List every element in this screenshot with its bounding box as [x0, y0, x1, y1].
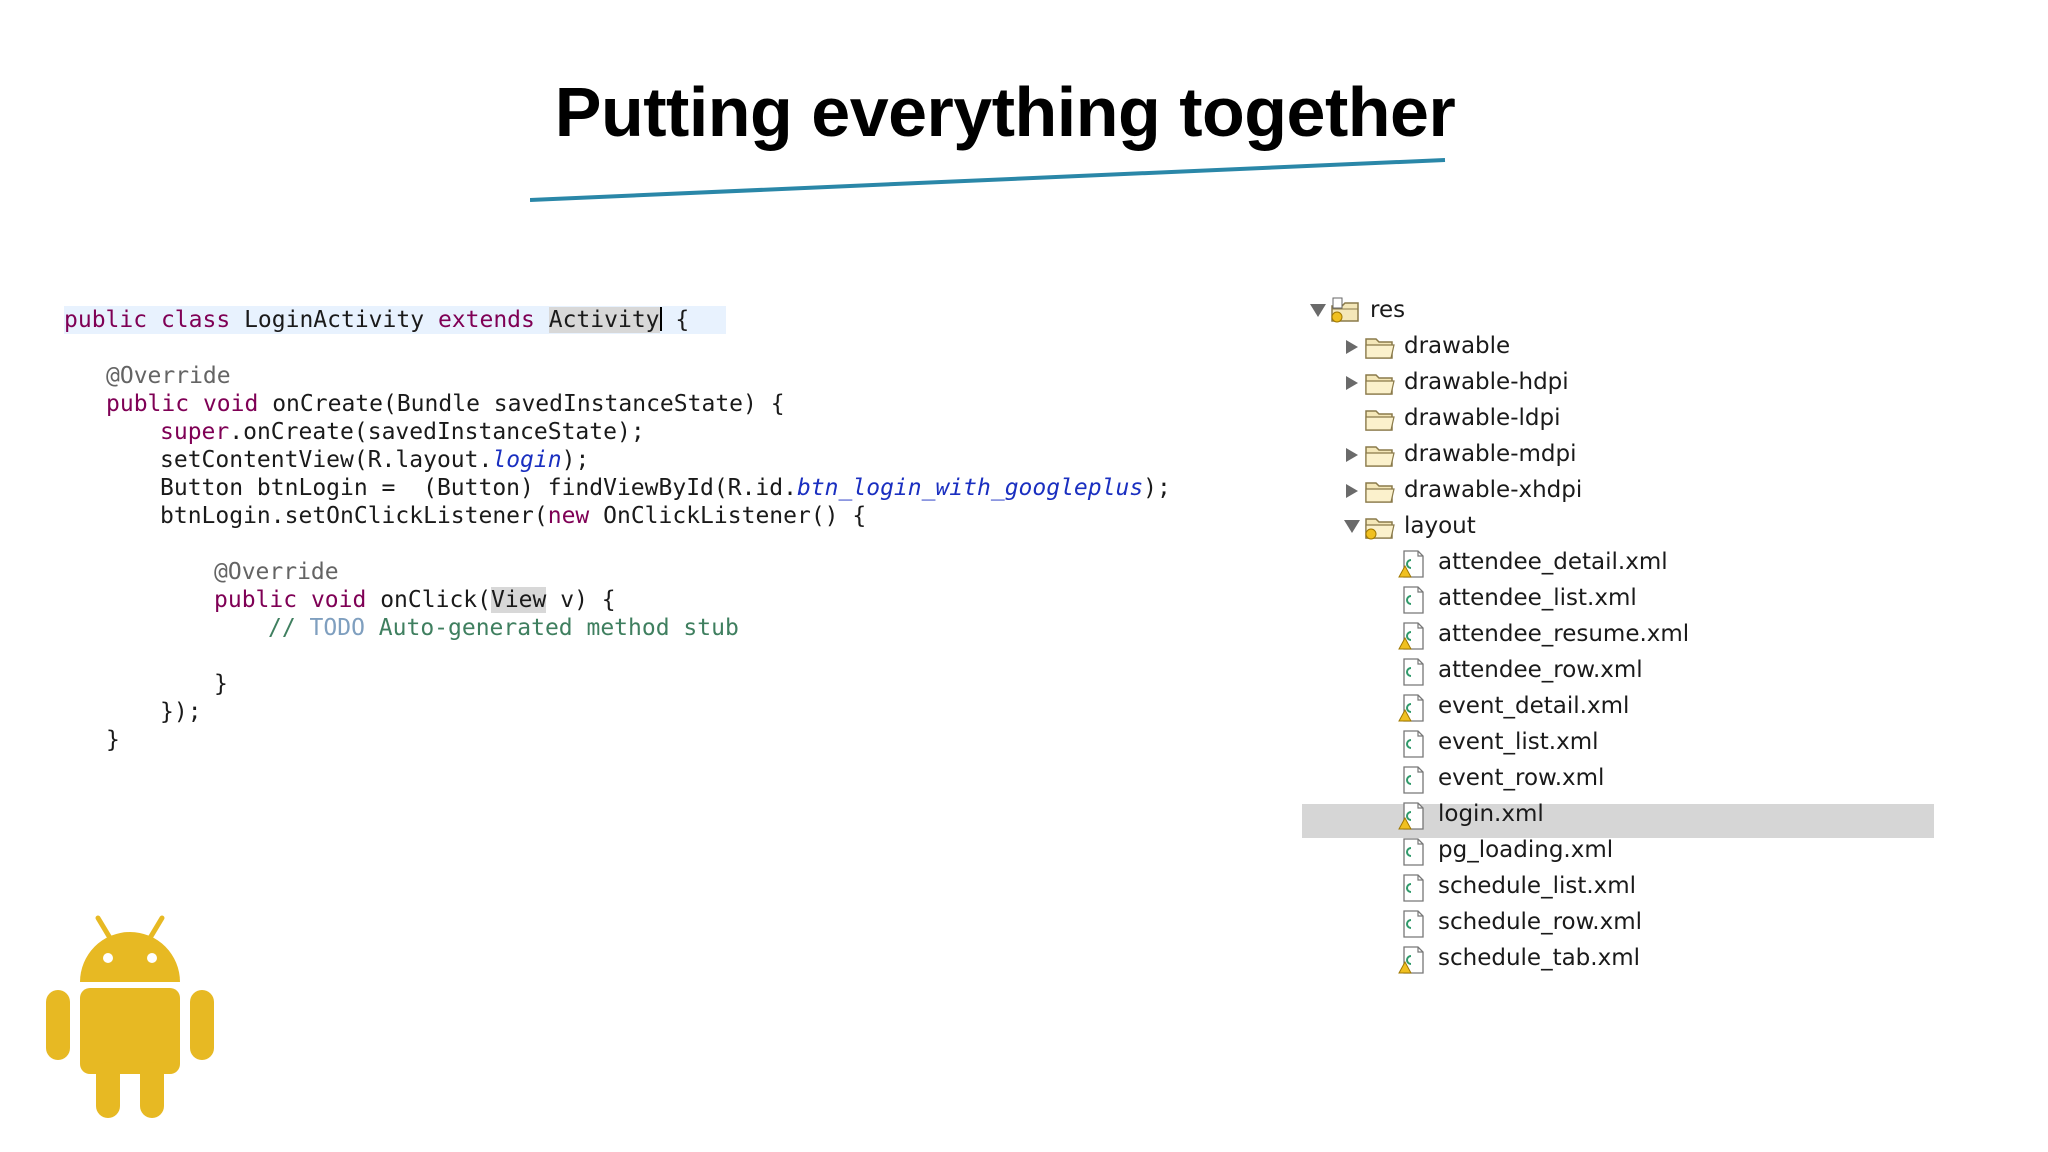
code-brace: { [661, 307, 690, 333]
tree-label: schedule_list.xml [1438, 873, 1637, 899]
tree-label: event_detail.xml [1438, 693, 1630, 719]
xml-file-icon [1398, 694, 1424, 722]
folder-icon [1365, 518, 1395, 540]
folder-icon [1365, 410, 1395, 431]
code-text: btnLogin.setOnClickListener( [160, 503, 548, 529]
code-annotation: @Override [214, 559, 339, 585]
code-type: View [490, 587, 547, 613]
folder-icon [1365, 338, 1395, 359]
code-keyword: void [310, 587, 367, 613]
folder-icon [1365, 446, 1395, 467]
tree-label: event_list.xml [1438, 729, 1599, 755]
code-field: btn_login_with_googleplus [796, 475, 1144, 501]
code-keyword: public [106, 391, 190, 417]
expand-toggle-icon[interactable] [1346, 448, 1358, 462]
expand-toggle-icon[interactable] [1346, 376, 1358, 390]
comment-slashes: // [268, 615, 310, 641]
slide-title: Putting everything together [554, 73, 1456, 151]
xml-file-icon [1398, 946, 1424, 974]
xml-file-icon [1403, 910, 1424, 938]
title-underline [530, 158, 1446, 202]
tree-label: drawable-hdpi [1404, 369, 1569, 395]
code-text: v) { [546, 587, 616, 613]
code-line-super-call: super.onCreate(savedInstanceState); [160, 418, 645, 446]
xml-file-icon [1403, 730, 1424, 758]
code-close-brace: } [106, 727, 120, 753]
code-field: login [492, 447, 562, 473]
code-line-set-content-view: setContentView(R.layout.login); [160, 446, 589, 474]
code-editor: public class LoginActivity extends Activ… [64, 280, 1174, 790]
tree-label: attendee_detail.xml [1438, 549, 1668, 575]
folder-icon [1365, 374, 1395, 395]
resource-folder-icon [1331, 297, 1359, 323]
tree-label: attendee_list.xml [1438, 585, 1637, 611]
tree-label: schedule_row.xml [1438, 909, 1643, 935]
tree-label: drawable [1404, 333, 1511, 359]
expand-toggle-icon[interactable] [1346, 340, 1358, 354]
tree-label: drawable-xhdpi [1404, 477, 1583, 503]
xml-file-icon [1398, 622, 1424, 650]
android-robot-icon [46, 915, 214, 1118]
tree-label: login.xml [1438, 801, 1544, 827]
code-annotation: @Override [106, 363, 231, 389]
code-text: setContentView(R.layout. [160, 447, 493, 473]
comment-text: Auto-generated method stub [364, 615, 739, 641]
tree-label: event_row.xml [1438, 765, 1605, 791]
code-text: .onCreate(savedInstanceState); [229, 419, 645, 445]
expand-toggle-icon[interactable] [1310, 304, 1326, 317]
code-keyword: void [202, 391, 259, 417]
expand-toggle-icon[interactable] [1346, 484, 1358, 498]
folder-icon [1365, 482, 1395, 503]
project-explorer-tree: res drawable drawable-hdpi drawable-ldpi dr… [1300, 292, 1940, 992]
code-text: Button btnLogin = (Button) findViewById(… [160, 475, 797, 501]
code-line-find-view: Button btnLogin = (Button) findViewById(… [160, 474, 1171, 502]
tree-label: drawable-mdpi [1404, 441, 1577, 467]
code-line-class-declaration: public class LoginActivity extends Activ… [64, 306, 726, 334]
code-text: OnClickListener() { [589, 503, 867, 529]
code-line-onclick: public void onClick(View v) { [214, 586, 616, 614]
xml-file-icon [1403, 586, 1424, 614]
tree-label: layout [1404, 513, 1476, 539]
xml-file-icon [1403, 658, 1424, 686]
tree-label: drawable-ldpi [1404, 405, 1561, 431]
code-keyword: class [160, 307, 231, 333]
code-close-listener: }); [160, 699, 202, 725]
tree-label: schedule_tab.xml [1438, 945, 1641, 971]
code-text: onClick( [380, 587, 491, 613]
parent-class: Activity [548, 307, 660, 333]
code-text: ); [561, 447, 590, 473]
collapse-toggle-icon[interactable] [1344, 520, 1360, 533]
xml-file-icon [1403, 766, 1424, 794]
xml-file-icon [1398, 802, 1424, 830]
code-line-set-listener: btnLogin.setOnClickListener(new OnClickL… [160, 502, 866, 530]
code-close-brace: } [214, 671, 228, 697]
tree-label: attendee_row.xml [1438, 657, 1643, 683]
class-name: LoginActivity [244, 307, 425, 333]
code-keyword: super [160, 419, 230, 445]
tree-label: pg_loading.xml [1438, 837, 1614, 863]
code-keyword: extends [437, 307, 535, 333]
todo-tag: TODO [309, 615, 365, 641]
code-comment: // TODO Auto-generated method stub [268, 614, 739, 642]
tree-label: res [1370, 297, 1406, 323]
code-line-oncreate: public void onCreate(Bundle savedInstanc… [106, 390, 785, 418]
code-keyword: public [214, 587, 298, 613]
xml-file-icon [1403, 838, 1424, 866]
xml-file-icon [1398, 550, 1424, 578]
code-keyword: new [547, 503, 590, 529]
tree-label: attendee_resume.xml [1438, 621, 1690, 647]
code-keyword: public [64, 307, 148, 333]
text-caret [659, 307, 662, 331]
code-text: onCreate(Bundle savedInstanceState) { [272, 391, 785, 417]
xml-file-icon [1403, 874, 1424, 902]
code-text: ); [1143, 475, 1171, 501]
